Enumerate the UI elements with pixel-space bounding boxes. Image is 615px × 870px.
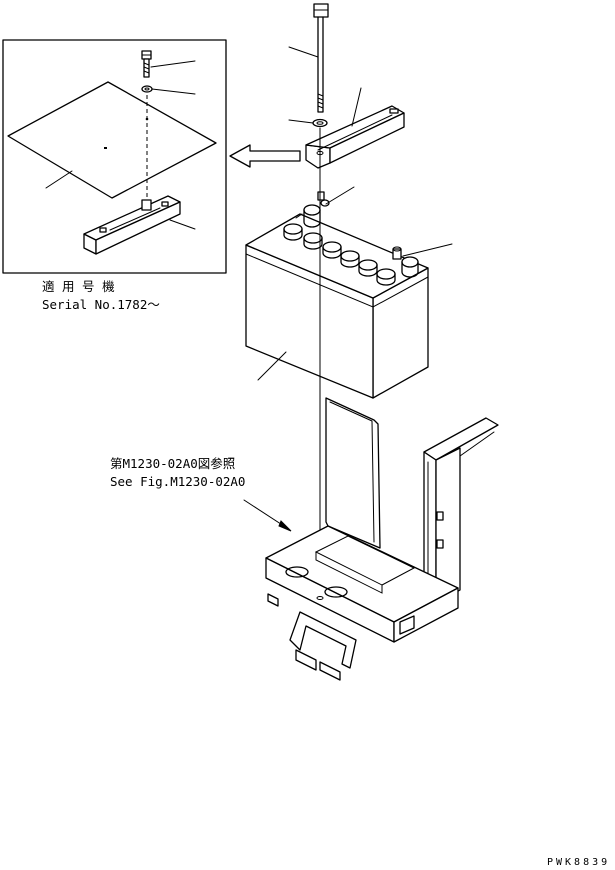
hold-down-bracket	[305, 105, 405, 169]
leader-bolt	[288, 46, 319, 58]
reference-english: See Fig.M1230-02A0	[110, 474, 245, 489]
battery-caps	[283, 223, 396, 286]
inset-bracket	[83, 195, 181, 255]
serial-label: Serial No.1782～	[42, 297, 160, 312]
leader-battery	[257, 351, 287, 381]
battery-terminal-right	[392, 246, 419, 278]
reference-arrowhead	[278, 520, 292, 532]
inset-pointer-arrow	[229, 144, 301, 168]
battery	[245, 191, 429, 399]
inset-washer	[141, 85, 153, 93]
leader-inset-mat	[45, 170, 73, 189]
battery-tray	[265, 397, 499, 681]
reference-japanese: 第M1230-02A0図参照	[110, 456, 235, 471]
leader-inset-washer	[151, 88, 196, 95]
bolt-washer	[312, 118, 328, 128]
drawing-code: PWK8839	[547, 857, 610, 868]
leader-bracket	[351, 87, 362, 127]
mat-sheet	[7, 81, 217, 199]
leader-washer	[288, 119, 314, 124]
long-bolt	[313, 3, 329, 113]
leader-terminal-right	[402, 243, 453, 257]
leader-inset-bracket	[169, 219, 196, 230]
leader-terminal	[325, 186, 355, 205]
inset-bolt	[141, 50, 152, 78]
inset-frame	[2, 39, 227, 274]
inset-detail	[2, 39, 227, 274]
applicable-label: 適 用 号 機	[42, 279, 115, 294]
leader-inset-bolt	[150, 60, 196, 68]
leader-stay	[459, 431, 495, 457]
